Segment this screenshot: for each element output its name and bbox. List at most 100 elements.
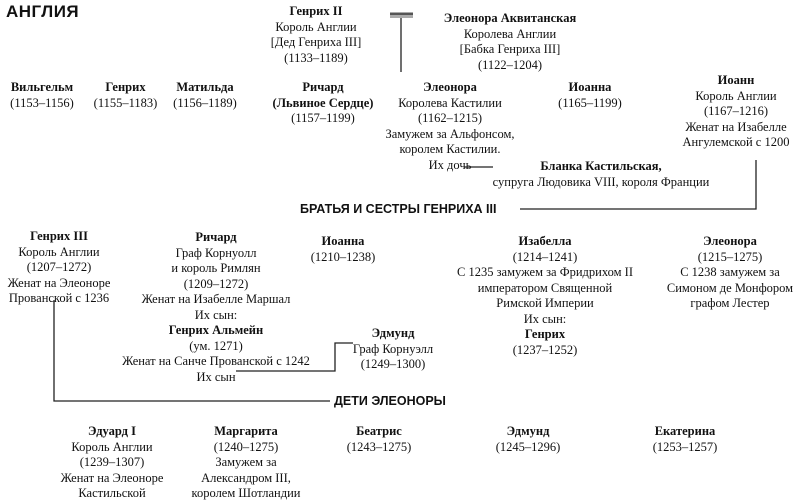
name: Вильгельм <box>10 80 74 94</box>
dates: (1155–1183) <box>93 95 158 110</box>
name: Матильда <box>176 80 234 94</box>
spouse-line: супруга Людовика VIII, короля Франции <box>492 174 710 189</box>
marriage-line-2: королем Кастилии. <box>399 142 501 156</box>
marriage-line-3: Римской Империи <box>496 296 594 310</box>
name: Элеонора Аквитанская <box>443 11 577 25</box>
marriage-line-2: императором Священной <box>477 280 613 295</box>
son-dates: (ум. 1271) <box>189 338 243 353</box>
marriage-line-3: графом Лестер <box>690 296 770 310</box>
name: Эдуард I <box>88 424 136 438</box>
marriage-line: С 1235 замужем за Фридрихом II <box>457 265 633 279</box>
marriage-line-2: Симоном де Монфором <box>666 280 794 295</box>
epithet: (Львиное Сердце) <box>272 95 374 110</box>
title-line: Граф Корнуэлл <box>352 341 434 356</box>
name: Ричард <box>302 80 344 94</box>
line-john-to-siblings <box>520 160 757 210</box>
person-william: Вильгельм (1153–1156) <box>2 80 82 111</box>
person-katherine: Екатерина (1253–1257) <box>630 424 740 455</box>
marriage-line: Женат на Элеоноре <box>7 275 111 290</box>
name: Изабелла <box>518 234 572 248</box>
person-beatrice: Беатрис (1243–1275) <box>334 424 424 455</box>
person-isabella: Изабелла (1214–1241) С 1235 замужем за Ф… <box>440 234 650 358</box>
marriage-line: С 1238 замужем за <box>680 265 780 279</box>
name: Эдмунд <box>506 424 550 438</box>
person-edmund-cornwall: Эдмунд Граф Корнуэлл (1249–1300) <box>338 326 448 373</box>
dates: (1122–1204) <box>477 57 543 72</box>
son-name: Генрих <box>524 327 566 341</box>
dates: (1245–1296) <box>495 439 561 454</box>
name: Екатерина <box>654 424 716 438</box>
line-richard-son-to-edmund <box>236 342 353 372</box>
marriage-line-3: королем Шотландии <box>191 486 301 500</box>
relation-line: [Дед Генриха III] <box>270 35 362 49</box>
child-note: Их дочь <box>428 157 472 172</box>
title-line: Король Англии <box>71 439 153 454</box>
title-line-2: и король Римлян <box>171 261 261 275</box>
title-line: Граф Корнуолл <box>175 245 257 260</box>
son-dates: (1237–1252) <box>512 342 578 357</box>
title-line: Королева Кастилии <box>398 95 502 110</box>
person-joan: Иоанна (1165–1199) <box>545 80 635 111</box>
marriage-line: Женат на Изабелле <box>685 119 787 134</box>
person-john: Иоанн Король Англии (1167–1216) Женат на… <box>672 73 800 151</box>
person-edmund: Эдмунд (1245–1296) <box>478 424 578 455</box>
marriage-line-2: Александром III, <box>201 470 291 485</box>
son-label: Их сын: <box>194 307 238 322</box>
person-henry-young: Генрих (1155–1183) <box>88 80 163 111</box>
dates: (1214–1241) <box>512 249 578 264</box>
siblings-header: БРАТЬЯ И СЕСТРЫ ГЕНРИХА III <box>300 202 497 216</box>
dates: (1215–1275) <box>697 249 763 264</box>
title-line: Король Англии <box>275 19 357 34</box>
person-edward1: Эдуард I Король Англии (1239–1307) Женат… <box>52 424 172 502</box>
name: Элеонора <box>423 80 477 94</box>
name: Иоанн <box>717 73 755 87</box>
line-henry3-to-children <box>53 300 330 402</box>
marriage-line-2: Ангулемской с 1200 <box>682 135 790 149</box>
title-line: Королева Англии <box>463 26 557 41</box>
dates: (1209–1272) <box>183 276 249 291</box>
name: Эдмунд <box>371 326 415 340</box>
name: Генрих <box>105 80 146 94</box>
person-matilda: Матильда (1156–1189) <box>166 80 244 111</box>
name: Беатрис <box>356 424 402 438</box>
marriage-line: Женат на Изабелле Маршал <box>141 292 291 306</box>
dates: (1240–1275) <box>213 439 279 454</box>
name: Иоанна <box>321 234 365 248</box>
marriage-line: Замужем за Альфонсом, <box>385 126 515 141</box>
dates: (1253–1257) <box>652 439 718 454</box>
person-joan-2: Иоанна (1210–1238) <box>298 234 388 265</box>
dates: (1239–1307) <box>79 455 145 469</box>
marriage-line: Замужем за <box>215 455 277 469</box>
name: Ричард <box>195 230 237 244</box>
dates: (1165–1199) <box>558 95 622 110</box>
name: Иоанна <box>568 80 612 94</box>
dates: (1249–1300) <box>360 357 426 371</box>
person-eleanor-castile: Элеонора Королева Кастилии (1162–1215) З… <box>380 80 520 173</box>
dates: (1156–1189) <box>173 95 237 110</box>
name: Элеонора <box>703 234 757 248</box>
page-title: АНГЛИЯ <box>6 2 80 21</box>
person-richard-lionheart: Ричард (Львиное Сердце) (1157–1199) <box>268 80 378 127</box>
name: Генрих II <box>289 4 343 18</box>
relation-line: [Бабка Генриха III] <box>459 42 561 56</box>
son-marriage: Женат на Санче Прованской с 1242 <box>122 354 310 368</box>
dates: (1243–1275) <box>346 439 412 454</box>
person-eleanor-aquitaine: Элеонора Аквитанская Королева Англии [Ба… <box>435 11 585 73</box>
name: Бланка Кастильская, <box>540 159 662 173</box>
person-margaret: Маргарита (1240–1275) Замужем за Алексан… <box>186 424 306 502</box>
dates: (1167–1216) <box>703 104 769 118</box>
name: Генрих III <box>30 229 88 243</box>
person-henry2: Генрих II Король Англии [Дед Генриха III… <box>256 4 376 66</box>
person-blanche: Бланка Кастильская, супруга Людовика VII… <box>476 159 726 190</box>
person-eleanor-montfort: Элеонора (1215–1275) С 1238 замужем за С… <box>660 234 800 312</box>
dates: (1153–1156) <box>10 95 74 110</box>
person-richard-cornwall: Ричард Граф Корнуолл и король Римлян (12… <box>116 230 316 385</box>
dates: (1210–1238) <box>310 249 376 264</box>
person-henry3: Генрих III Король Англии (1207–1272) Жен… <box>0 229 118 307</box>
marriage-line: Женат на Элеоноре <box>60 470 164 485</box>
marriage-line-2: Кастильской <box>78 486 146 500</box>
grandson-label: Их сын <box>196 369 236 384</box>
dates: (1207–1272) <box>26 260 92 274</box>
dates: (1157–1199) <box>291 111 355 125</box>
